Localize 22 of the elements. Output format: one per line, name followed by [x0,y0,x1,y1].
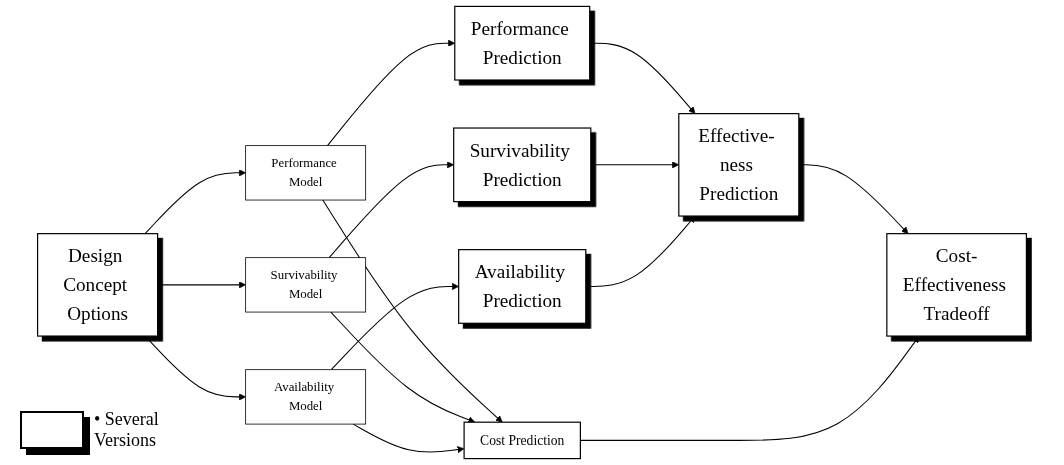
arrow [144,169,246,235]
arrow [352,423,465,454]
arrow [330,311,476,424]
node-box: Availability Prediction [458,249,587,324]
node-box: Design Concept Options [37,233,159,337]
node-box: Survivability Prediction [453,127,592,203]
node-box: Performance Model [245,145,367,201]
node-box: Survivability Model [245,257,367,313]
arrow [330,282,459,371]
node-box: Cost Prediction [463,421,581,460]
arrow [157,281,246,289]
node-box: Effective- ness Prediction [678,113,800,217]
node-box: Performance Prediction [454,5,591,81]
arrow [585,215,696,287]
arrow [798,164,909,234]
node-box: Availability Model [245,369,367,425]
arrow [589,42,696,114]
arrow [328,161,454,259]
arrow [144,335,246,401]
arrow [322,199,503,423]
legend-text: • Several Versions [94,409,160,451]
node-box: Cost-Effectiveness Tradeoff [886,233,1027,337]
